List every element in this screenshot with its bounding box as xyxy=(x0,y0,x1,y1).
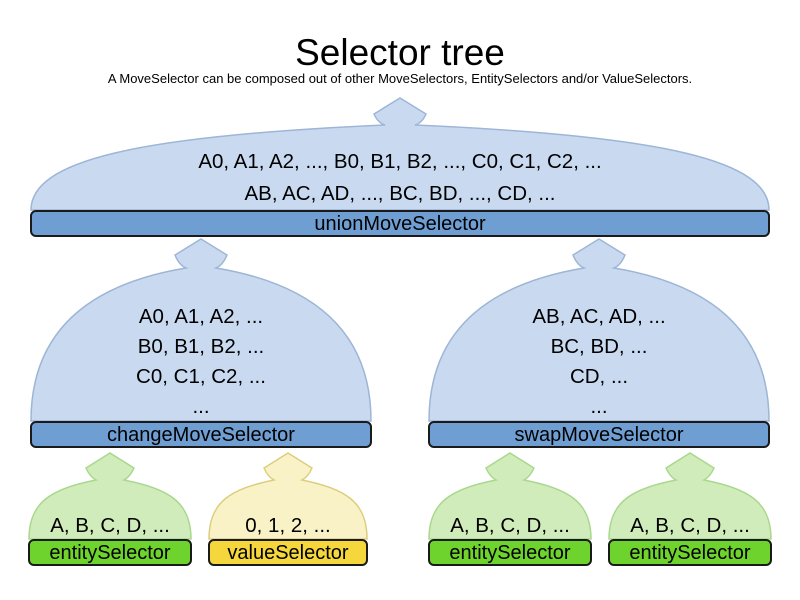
funnel-line: BC, BD, ... xyxy=(550,335,648,358)
funnel-line: ... xyxy=(590,395,608,418)
entity-selector-bar-1: entitySelector xyxy=(28,539,192,566)
funnel-line: A0, A1, A2, ... xyxy=(138,305,264,328)
swap-funnel-items: AB, AC, AD, ... BC, BD, ... CD, ... ... xyxy=(428,302,770,422)
change-funnel-items: A0, A1, A2, ... B0, B1, B2, ... C0, C1, … xyxy=(30,302,372,422)
change-move-selector-bar: changeMoveSelector xyxy=(30,421,372,448)
value-funnel-items: 0, 1, 2, ... xyxy=(208,513,368,539)
entity2-funnel-items: A, B, C, D, ... xyxy=(428,513,592,539)
value-selector-bar: valueSelector xyxy=(208,539,368,566)
page-subtitle: A MoveSelector can be composed out of ot… xyxy=(107,71,693,86)
funnel-line: AB, AC, AD, ... xyxy=(532,305,666,328)
union-move-selector-bar: unionMoveSelector xyxy=(30,210,770,237)
funnel-line: A, B, C, D, ... xyxy=(50,514,170,537)
entity-selector-bar-3: entitySelector xyxy=(608,539,772,566)
entity-selector-bar-2: entitySelector xyxy=(428,539,592,566)
entity3-funnel-items: A, B, C, D, ... xyxy=(608,513,772,539)
entity1-funnel-items: A, B, C, D, ... xyxy=(28,513,192,539)
funnel-line: AB, AC, AD, ..., BC, BD, ..., CD, ... xyxy=(244,182,556,205)
funnel-line: B0, B1, B2, ... xyxy=(137,335,265,358)
swap-move-selector-bar: swapMoveSelector xyxy=(428,421,770,448)
funnel-line: CD, ... xyxy=(569,365,629,388)
union-funnel-items: A0, A1, A2, ..., B0, B1, B2, ..., C0, C1… xyxy=(30,146,770,210)
funnel-line: A, B, C, D, ... xyxy=(450,514,570,537)
page-title: Selector tree xyxy=(295,32,505,73)
funnel-line: C0, C1, C2, ... xyxy=(136,365,266,388)
funnel-line: A0, A1, A2, ..., B0, B1, B2, ..., C0, C1… xyxy=(198,150,602,173)
funnel-line: 0, 1, 2, ... xyxy=(245,514,331,537)
funnel-line: ... xyxy=(192,395,210,418)
funnel-line: A, B, C, D, ... xyxy=(630,514,750,537)
